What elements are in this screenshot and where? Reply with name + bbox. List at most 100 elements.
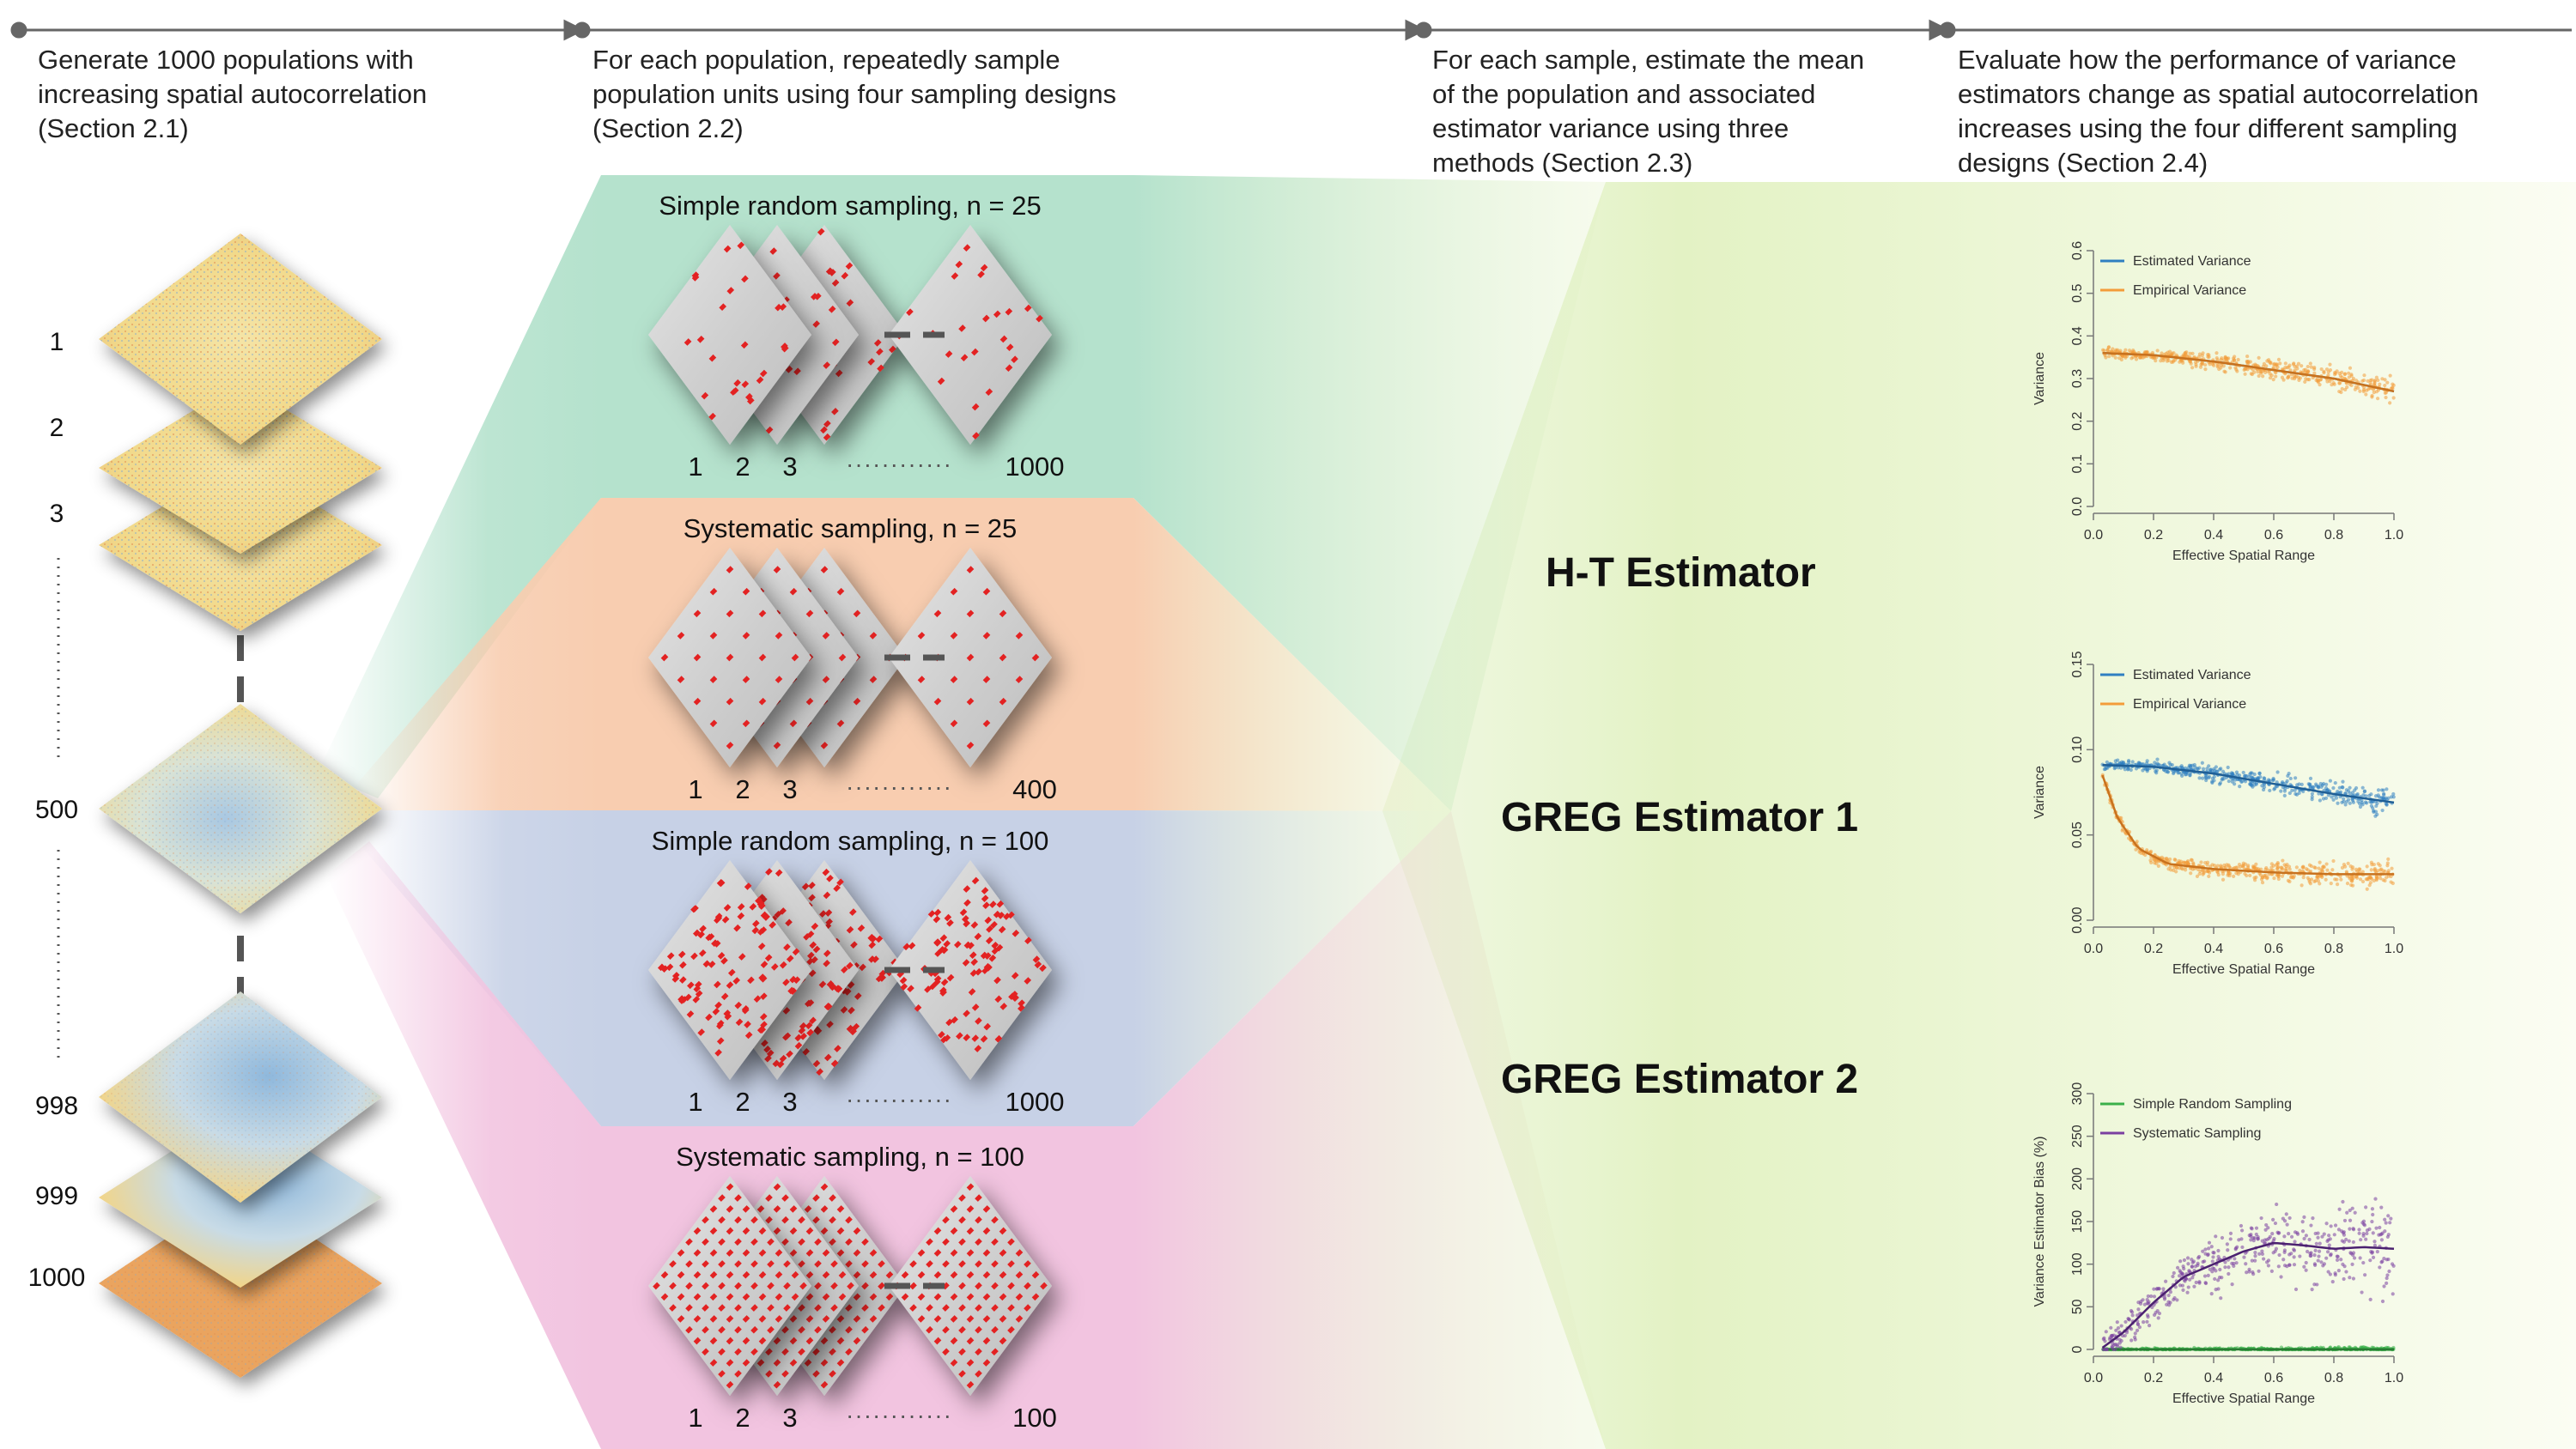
x-tick-label: 1.0 [2385, 1371, 2403, 1385]
sample-index-last: 1000 [1005, 452, 1065, 482]
population-label-998: 998 [35, 1092, 78, 1120]
population-stack: 1 2 3 500 998 999 1000 [28, 233, 382, 1378]
sample-index: 2 [735, 452, 750, 482]
x-tick-label: 0.6 [2264, 1371, 2283, 1385]
x-tick-label: 0.0 [2084, 528, 2103, 543]
y-tick-label: 0.05 [2070, 822, 2085, 848]
chart-greg1-variance: 0.0 0.2 0.4 0.6 0.8 1.0 0.00 0.05 0.10 0.15Effect… [2032, 651, 2403, 977]
x-tick-label: 0.6 [2264, 528, 2283, 543]
x-tick-label: 0.4 [2204, 1371, 2223, 1385]
estimator-greg2-label: GREG Estimator 2 [1501, 1057, 1859, 1102]
sample-tile-last [889, 1176, 1052, 1396]
x-tick-label: 0.0 [2084, 1371, 2103, 1385]
sample-tile-1 [648, 1176, 811, 1396]
sample-index: 2 [735, 1403, 750, 1433]
timeline [10, 19, 2572, 41]
step-4-text: Evaluate how the performance of variance… [1958, 45, 2479, 178]
sample-index: 3 [782, 1087, 797, 1117]
x-tick-label: 0.8 [2324, 528, 2343, 543]
sample-index: 3 [782, 774, 797, 804]
trend-line-2 [2102, 351, 2395, 393]
timeline-node-3 [1415, 21, 1432, 39]
population-label-999: 999 [35, 1182, 78, 1210]
y-tick-label: 0.2 [2070, 411, 2085, 430]
y-tick-label: 0.5 [2070, 283, 2085, 302]
legend-label: Estimated Variance [2133, 254, 2251, 269]
x-tick-label: 0.2 [2144, 528, 2163, 543]
sample-index: 3 [782, 1403, 797, 1433]
sample-ellipsis: ············ [846, 773, 952, 800]
timeline-node-2 [574, 21, 591, 39]
sample-index: 1 [688, 1087, 702, 1117]
sampling-designs: Simple random sampling, n = 25 1 2 3 ·······… [648, 191, 1064, 1433]
sample-tile-1 [648, 225, 811, 445]
y-tick-label: 0.00 [2070, 906, 2085, 933]
timeline-node-1 [10, 21, 27, 39]
x-tick-label: 0.2 [2144, 1371, 2163, 1385]
y-tick-label: 0.6 [2070, 241, 2085, 260]
timeline-arrow-3 [1929, 19, 1951, 41]
x-tick-label: 0.0 [2084, 942, 2103, 956]
sampling-title: Systematic sampling, n = 25 [683, 513, 1018, 543]
legend-label: Estimated Variance [2133, 668, 2251, 682]
y-tick-label: 200 [2070, 1167, 2085, 1191]
x-tick-label: 1.0 [2385, 942, 2403, 956]
trend-line-2 [2101, 1241, 2395, 1349]
x-axis-label: Effective Spatial Range [2172, 962, 2315, 977]
sampling-row-1: Simple random sampling, n = 25 1 2 3 ·······… [648, 191, 1064, 482]
sampling-row-4: Systematic sampling, n = 100 1 2 3 ·········… [648, 1142, 1057, 1433]
x-tick-label: 0.8 [2324, 1371, 2343, 1385]
timeline-node-4 [1939, 21, 1956, 39]
sample-ellipsis: ············ [846, 1402, 952, 1428]
y-tick-label: 50 [2070, 1299, 2085, 1314]
legend-label: Empirical Variance [2133, 283, 2246, 298]
legend-label: Systematic Sampling [2133, 1126, 2261, 1141]
y-tick-label: 0.4 [2070, 326, 2085, 345]
sample-index: 1 [688, 774, 702, 804]
sample-tile-last [889, 860, 1052, 1080]
legend-label: Empirical Variance [2133, 697, 2246, 712]
sample-index: 2 [735, 774, 750, 804]
y-tick-label: 0.10 [2070, 737, 2085, 763]
sample-index-last: 100 [1012, 1403, 1057, 1433]
x-tick-label: 0.2 [2144, 942, 2163, 956]
sampling-row-2: Systematic sampling, n = 25 1 2 3 ··········… [648, 513, 1057, 804]
sample-index: 3 [782, 452, 797, 482]
scatter-points-2 [2101, 1197, 2396, 1352]
sample-index: 2 [735, 1087, 750, 1117]
y-tick-label: 0.15 [2070, 651, 2085, 677]
y-tick-label: 150 [2070, 1210, 2085, 1234]
population-label-3: 3 [50, 500, 64, 528]
y-tick-label: 0.3 [2070, 369, 2085, 388]
x-axis-label: Effective Spatial Range [2172, 1391, 2315, 1406]
x-tick-label: 0.6 [2264, 942, 2283, 956]
sample-tile-last [889, 225, 1052, 445]
x-tick-label: 0.4 [2204, 942, 2223, 956]
population-label-2: 2 [50, 414, 64, 442]
estimator-ht-label: H-T Estimator [1546, 550, 1816, 596]
sample-index-last: 1000 [1005, 1087, 1065, 1117]
sample-tile-1 [648, 860, 811, 1080]
trend-line-1 [2102, 763, 2395, 804]
sample-index: 1 [688, 452, 702, 482]
timeline-arrow-1 [563, 19, 586, 41]
sample-tile-1 [648, 548, 811, 767]
x-tick-label: 1.0 [2385, 528, 2403, 543]
population-label-1: 1 [50, 328, 64, 356]
legend-label: Simple Random Sampling [2133, 1097, 2292, 1112]
sample-ellipsis: ············ [846, 451, 952, 477]
sampling-title: Systematic sampling, n = 100 [676, 1142, 1024, 1172]
y-axis-label: Variance [2032, 352, 2047, 405]
sample-index: 1 [688, 1403, 702, 1433]
x-tick-label: 0.4 [2204, 528, 2223, 543]
y-tick-label: 250 [2070, 1125, 2085, 1148]
y-axis-label: Variance Estimator Bias (%) [2032, 1137, 2047, 1307]
x-tick-label: 0.8 [2324, 942, 2343, 956]
sampling-title: Simple random sampling, n = 25 [659, 191, 1041, 221]
sampling-title: Simple random sampling, n = 100 [652, 826, 1049, 856]
y-tick-label: 300 [2070, 1082, 2085, 1106]
